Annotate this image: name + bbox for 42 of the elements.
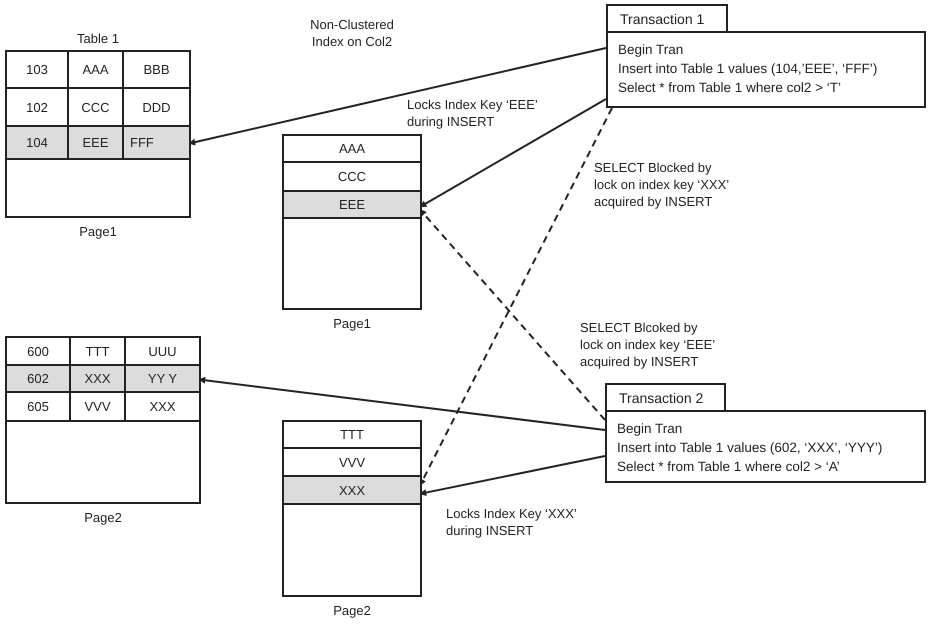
table-row (7, 52, 189, 89)
index-note: Non-Clustered Index on Col2 (309, 16, 395, 50)
table-cell: 600 (7, 338, 71, 364)
page-caption: Page1 (78, 224, 118, 239)
page-caption: Page2 (332, 603, 372, 618)
table-cell-text: FFF (129, 134, 155, 152)
transaction-tab: Transaction 2 (605, 383, 726, 412)
table-cell: 104 (7, 127, 69, 158)
table-cell-text: UUU (147, 342, 178, 360)
sql-statement: Begin Tran (617, 420, 684, 438)
table-cell: TTT (71, 338, 126, 364)
table-row (7, 89, 189, 127)
table-cell: 605 (7, 393, 71, 420)
transaction-box (605, 410, 926, 483)
page-caption: Page1 (332, 316, 372, 331)
index-entry: XXX (284, 477, 420, 505)
table-cell: AAA (69, 52, 124, 87)
table-row (7, 127, 189, 160)
table-cell-text: BBB (142, 61, 170, 79)
table-cell: VVV (71, 393, 126, 420)
sql-statement: Select * from Table 1 where col2 > ‘T’ (618, 79, 842, 97)
table-cell: CCC (69, 89, 124, 125)
sql-statement: Begin Tran (618, 41, 684, 59)
table-cell: EEE (69, 127, 124, 158)
index-entry: EEE (284, 192, 420, 219)
page-caption: Page2 (83, 510, 123, 525)
table-row (7, 366, 199, 393)
sql-statement: Insert into Table 1 values (602, ‘XXX’, ‘YYY’) (617, 439, 884, 457)
table-cell: 102 (7, 89, 69, 125)
table-title: Table 1 (76, 31, 120, 46)
table-cell-text: YY Y (146, 370, 178, 388)
table-row (7, 393, 199, 422)
transaction-tab: Transaction 1 (606, 4, 728, 33)
table-cell: 602 (7, 366, 71, 391)
table-cell-text: XXX (148, 398, 176, 416)
sql-statement: Select * from Table 1 where col2 > ‘A’ (617, 458, 841, 476)
table-cell-text: DDD (141, 98, 172, 116)
table-cell: XXX (71, 366, 126, 391)
table-row (7, 338, 199, 366)
transaction-box (606, 31, 926, 108)
sql-statement: Insert into Table 1 values (104,’EEE’, ‘FFF’) (618, 60, 878, 78)
table-cell: 103 (7, 52, 69, 87)
